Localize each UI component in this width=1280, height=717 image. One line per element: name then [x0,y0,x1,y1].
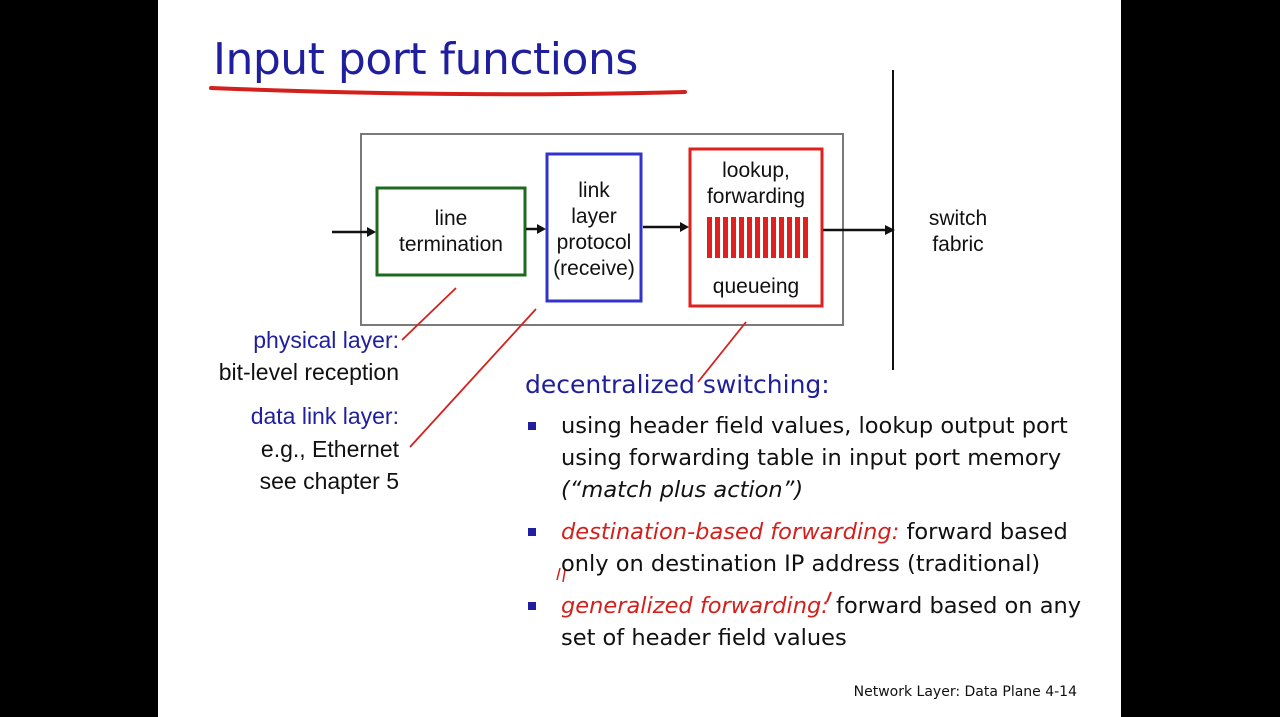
bullet-list: using header field values, lookup output… [525,410,1085,664]
bullet-item: destination-based forwarding: forward ba… [525,516,1085,580]
bullet-item: using header field values, lookup output… [525,410,1085,506]
data-link-layer-heading: data link layer: [250,403,399,429]
flow-arrows [332,222,895,237]
queueing-label: queueing [712,275,800,298]
line-termination-box [375,186,527,277]
title-underline [209,86,687,97]
bullet-square-icon [528,602,536,610]
physical-layer-desc: bit-level reception [218,359,399,385]
lookup-label: lookup,forwarding [706,159,806,208]
lookup-box [688,147,824,308]
callout-lines [401,287,747,448]
bullet-square-icon [528,422,536,430]
physical-layer-heading: physical layer: [253,327,399,353]
slide-footer: Network Layer: Data Plane 4-14 [853,684,1077,700]
slide: Input port functions [158,0,1121,717]
bullet-item: generalized forwarding: forward based on… [525,590,1085,654]
input-port-diagram [209,70,895,603]
quote-close-mark [826,591,832,603]
bullet-square-icon [528,528,536,536]
quote-open-mark [556,567,566,583]
queue-buffer [707,217,808,258]
decentralized-switching-heading: decentralized switching: [525,370,830,399]
slide-title: Input port functions [213,34,638,85]
link-layer-box [545,152,643,303]
